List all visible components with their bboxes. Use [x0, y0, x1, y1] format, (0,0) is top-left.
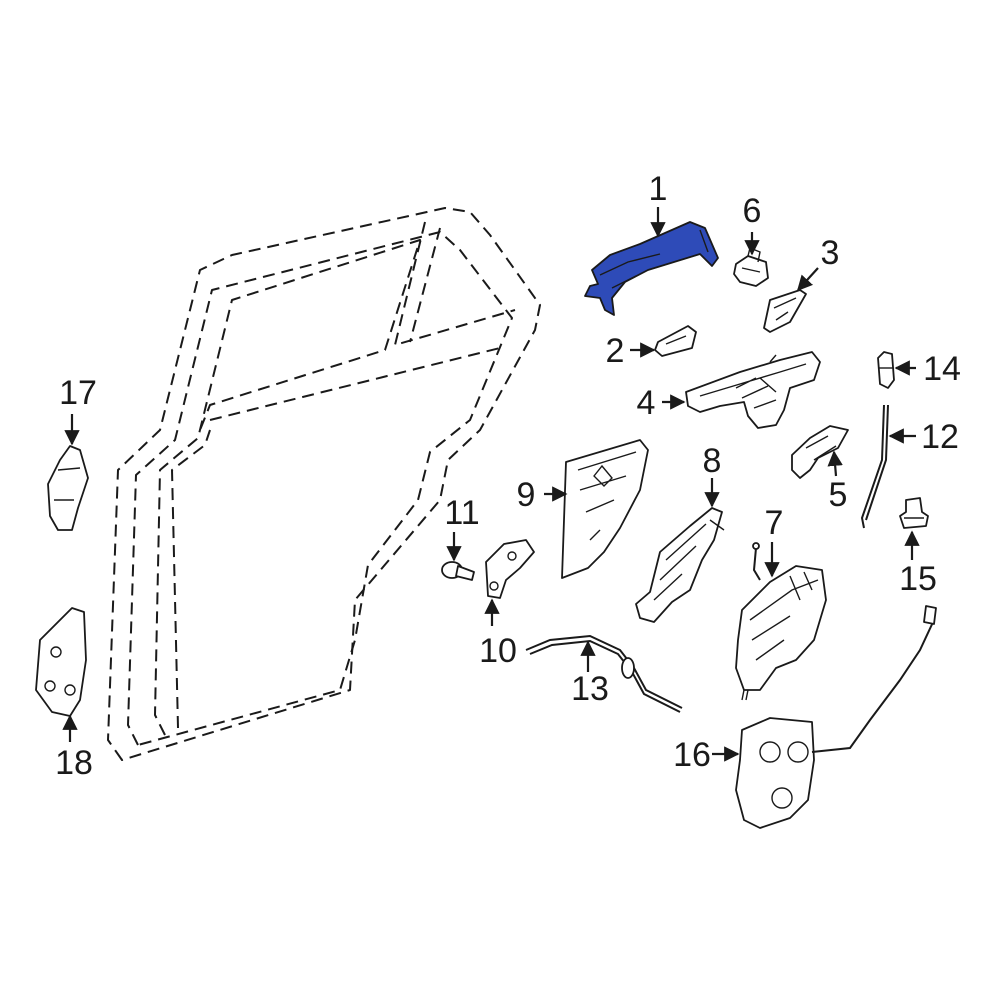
- part-5-bracket[interactable]: [791, 425, 849, 479]
- part-16-actuator[interactable]: [735, 605, 937, 829]
- callout-5: 5: [829, 476, 848, 514]
- callout-14: 14: [923, 350, 961, 388]
- part-14-plug[interactable]: [877, 351, 895, 389]
- callout-4: 4: [637, 384, 656, 422]
- callout-10: 10: [479, 632, 517, 670]
- part-7-lock-module[interactable]: [735, 542, 827, 701]
- callout-1: 1: [649, 170, 668, 208]
- door-outline: [107, 207, 541, 761]
- part-8-bracket[interactable]: [635, 507, 725, 623]
- part-13-cable[interactable]: [525, 634, 683, 713]
- callout-15: 15: [899, 560, 937, 598]
- part-6-clip[interactable]: [733, 247, 769, 287]
- callout-2: 2: [606, 332, 625, 370]
- callout-17: 17: [59, 374, 97, 412]
- callout-6: 6: [743, 192, 762, 230]
- part-9-trim-bracket[interactable]: [561, 439, 649, 579]
- part-18-lower-hinge[interactable]: [35, 607, 87, 717]
- callout-9: 9: [517, 476, 536, 514]
- part-15-grommet[interactable]: [899, 497, 929, 529]
- callout-18: 18: [55, 744, 93, 782]
- part-3-cover[interactable]: [763, 289, 807, 333]
- callout-13: 13: [571, 670, 609, 708]
- callout-16: 16: [673, 736, 711, 774]
- part-11-bolt[interactable]: [441, 561, 475, 581]
- part-1-outside-handle[interactable]: [584, 221, 719, 316]
- part-10-striker[interactable]: [485, 539, 535, 599]
- part-4-handle-carrier[interactable]: [685, 351, 821, 429]
- callout-12: 12: [921, 418, 959, 456]
- callout-labels: 1 2 3 4 5 6 7 8 9 10 11 12 13 14 15 16 1…: [55, 170, 961, 782]
- callout-11: 11: [444, 494, 479, 532]
- part-12-rod[interactable]: [860, 404, 889, 529]
- leader-lines: [62, 207, 920, 762]
- callout-3: 3: [821, 234, 840, 272]
- part-17-upper-hinge[interactable]: [47, 445, 89, 531]
- callout-7: 7: [765, 504, 784, 542]
- callout-8: 8: [703, 442, 722, 480]
- part-2-gasket[interactable]: [654, 325, 697, 357]
